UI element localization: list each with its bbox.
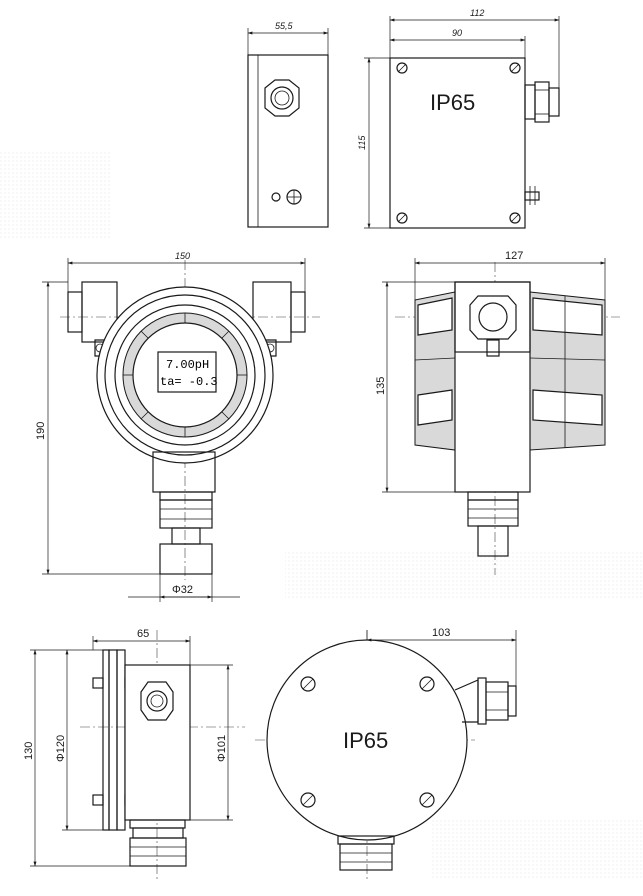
dim-body-101: Φ101: [216, 735, 228, 762]
dim-total-112: 112: [470, 8, 484, 18]
dim-width-103: 103: [432, 627, 450, 639]
ip65-label-top: IP65: [430, 90, 475, 115]
display-line-1: 7.00pH: [166, 358, 209, 372]
dim-height-130: 130: [23, 742, 35, 760]
dim-body-90: 90: [452, 28, 462, 38]
top-side-view: 55,5: [247, 21, 329, 228]
dim-depth-65: 65: [137, 628, 149, 640]
dim-flange-120: Φ120: [55, 735, 67, 762]
dim-width-150: 150: [175, 251, 190, 261]
main-side-view: 127 135: [375, 250, 620, 575]
ip65-label-bottom: IP65: [343, 728, 388, 753]
bottom-side-view: 65 Φ120 130 Φ101: [23, 628, 245, 880]
dim-width-127: 127: [505, 250, 523, 262]
dim-height-115: 115: [357, 135, 367, 150]
dim-fitting-32: Φ32: [172, 584, 193, 596]
dim-height-190: 190: [35, 422, 47, 440]
dim-height-135: 135: [375, 377, 387, 395]
top-front-view: IP65 112 90 115: [357, 8, 560, 229]
bottom-front-view: IP65 103: [255, 627, 517, 880]
display-line-2: ta= -0.3: [160, 375, 218, 389]
main-front-view: 7.00pH ta= -0.3 150 190 Φ32: [35, 251, 320, 602]
dim-width-55: 55,5: [275, 21, 294, 31]
